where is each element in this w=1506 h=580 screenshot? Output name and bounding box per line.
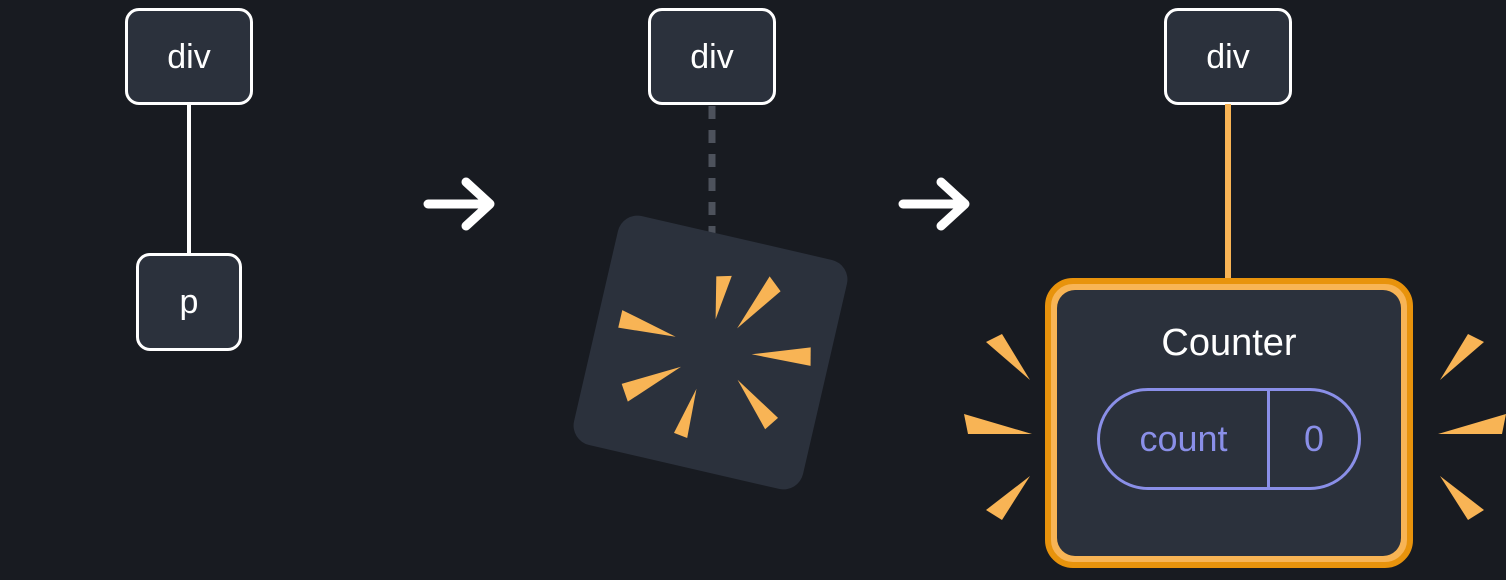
explosion-sparks-icon xyxy=(618,275,811,438)
tree-node-p-stage1: p xyxy=(136,253,242,351)
counter-component-frame: Counter count 0 xyxy=(1045,278,1413,568)
state-key: count xyxy=(1139,418,1228,459)
tree-edge-dashed xyxy=(708,106,716,236)
tree-node-label: div xyxy=(1206,37,1250,76)
tree-node-label: p xyxy=(179,283,199,321)
tree-node-div-stage1: div xyxy=(125,8,253,105)
arrow-right-icon xyxy=(898,177,970,231)
tree-node-label: div xyxy=(690,37,734,76)
destroyed-component-icon xyxy=(569,211,852,494)
tree-node-div-stage2: div xyxy=(648,8,776,105)
state-pill-divider xyxy=(1267,391,1270,487)
state-pill: count 0 xyxy=(1097,388,1361,490)
tree-edge-highlight xyxy=(1225,104,1231,284)
tree-edge-solid xyxy=(187,104,191,254)
component-title: Counter xyxy=(1161,322,1297,364)
state-value: 0 xyxy=(1303,418,1325,459)
sparkle-left-icon xyxy=(964,334,1032,520)
tree-node-div-stage3: div xyxy=(1164,8,1292,105)
counter-component: Counter count 0 xyxy=(1057,290,1401,556)
tree-node-label: div xyxy=(167,37,211,76)
arrow-right-icon xyxy=(423,177,495,231)
sparkle-right-icon xyxy=(1438,334,1506,520)
